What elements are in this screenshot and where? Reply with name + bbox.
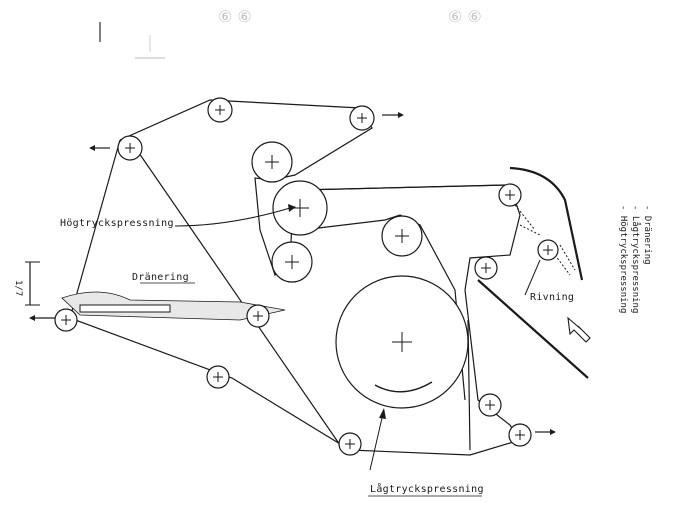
leader-lines: [140, 204, 386, 471]
roll: [478, 393, 502, 417]
roll: [246, 304, 270, 328]
low-pressure-roll: [335, 275, 469, 409]
low-pressure-label: Lågtryckspressning: [370, 482, 484, 495]
tearing-roll: [537, 239, 559, 261]
legend: - Dränering - Lågtryckspressning - Högtr…: [618, 205, 652, 313]
legend-item-high-pressure: - Högtryckspressning: [618, 205, 628, 313]
output-arrow-icon: [567, 316, 591, 343]
legend-item-low-pressure: - Lågtryckspressning: [630, 205, 641, 313]
arrow-right-icon: [550, 429, 556, 435]
tearing-section: [477, 166, 589, 379]
roll: [207, 97, 233, 123]
roll: [206, 365, 230, 389]
scan-mark-top-right: ⑥ ⑥: [448, 7, 482, 26]
roll: [508, 423, 532, 447]
roll: [498, 183, 522, 207]
roll: [381, 215, 423, 257]
high-pressure-roll: [272, 180, 328, 236]
roll: [271, 241, 313, 283]
arrow-left-icon: [29, 315, 35, 321]
roll: [338, 432, 362, 456]
rolls: [54, 97, 559, 456]
scan-mark-left: 1/7: [13, 280, 23, 296]
scan-artifacts: ⑥ ⑥ ⑥ ⑥: [99, 7, 482, 59]
scan-mark-top-left: ⑥ ⑥: [218, 7, 252, 26]
drainage-section: 1/7: [13, 261, 286, 321]
roll: [474, 256, 498, 280]
arrow-right-icon: [398, 112, 404, 118]
roll: [54, 308, 78, 332]
drainage-label: Dränering: [132, 272, 189, 283]
legend-item-drainage: - Dränering: [642, 205, 652, 265]
high-pressure-label: Högtryckspressning: [60, 218, 174, 229]
arrow-left-icon: [89, 145, 95, 151]
roll: [117, 135, 143, 161]
roll: [251, 141, 293, 183]
direction-arrows: [29, 112, 591, 435]
roll: [349, 105, 375, 131]
tearing-label: Rivning: [530, 292, 574, 303]
